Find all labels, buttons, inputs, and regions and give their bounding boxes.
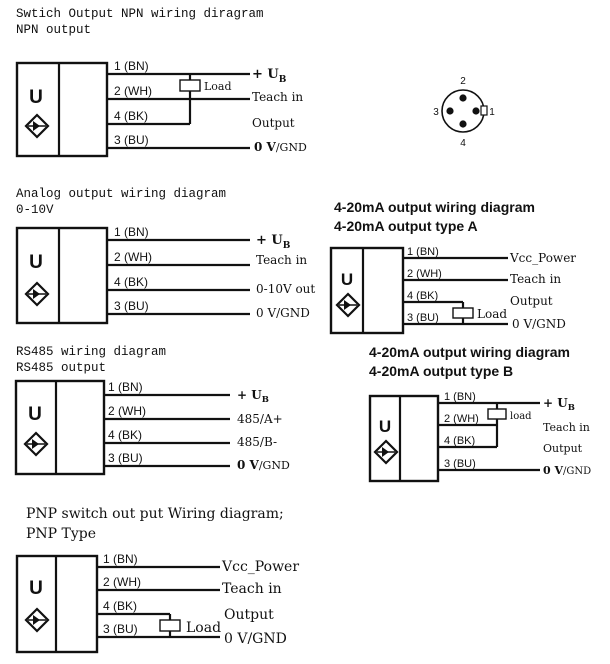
analog-title: Analog output wiring diagram: [16, 187, 226, 201]
ma-a-wire-label-4: 3 (BU): [407, 312, 439, 324]
npn-plus-ub: + UB: [252, 67, 287, 85]
pnp-output-label: Output: [224, 607, 274, 623]
npn-output-label: Output: [252, 116, 295, 130]
npn-load-resistor: [179, 79, 201, 92]
pnp-wire-label-1: 1 (BN): [103, 552, 138, 566]
connector-label-4: 4: [460, 138, 466, 149]
connector-label-1: 1: [489, 107, 495, 118]
ma-a-load-resistor: [452, 307, 474, 319]
npn-u-symbol: U: [29, 87, 43, 108]
ma-a-load-label: Load: [477, 307, 507, 321]
m12-connector-pinout: 2 3 1 4: [433, 76, 495, 149]
ma-b-teach-label: Teach in: [543, 421, 590, 434]
ma-a-vcc-label: Vcc_Power: [509, 251, 576, 265]
rs485-subtitle: RS485 output: [16, 361, 106, 375]
rs485-sensor-body: [14, 379, 106, 476]
ma-b-wire-label-1: 1 (BN): [444, 391, 476, 403]
rs485-wire-label-2: 2 (WH): [108, 404, 146, 418]
analog-out-label: 0-10V out: [256, 282, 315, 296]
ma-a-subtitle: 4-20mA output type A: [334, 218, 478, 234]
ma-b-load-resistor: [487, 408, 507, 420]
analog-wire-label-4: 3 (BU): [114, 299, 149, 313]
ma-a-title: 4-20mA output wiring diagram: [334, 199, 535, 215]
ma-b-output-label: Output: [543, 442, 583, 455]
ma-b-load-label: load: [510, 411, 532, 422]
ma-a-sensor-body: [329, 246, 405, 335]
pnp-load-label: Load: [186, 620, 221, 636]
pnp-subtitle: PNP Type: [26, 526, 96, 542]
npn-wire-label-2: 2 (WH): [114, 84, 152, 98]
connector-pin-4: [459, 120, 467, 128]
ma-a-wire-label-3: 4 (BK): [407, 290, 438, 302]
pnp-wire-label-2: 2 (WH): [103, 575, 141, 589]
analog-diagram: Analog output wiring diagram 0-10V U 1 (…: [15, 187, 315, 325]
analog-wire-label-1: 1 (BN): [114, 225, 149, 239]
analog-wire-label-3: 4 (BK): [114, 275, 148, 289]
analog-teach-label: Teach in: [256, 253, 307, 267]
ma-a-wire-label-1: 1 (BN): [407, 246, 439, 258]
npn-diagram: Swtich Output NPN wiring diragram NPN ou…: [15, 7, 307, 158]
rs485-diagram: RS485 wiring diagram RS485 output U 1 (B…: [14, 345, 290, 476]
ma-b-plus-ub: + UB: [543, 396, 575, 413]
ma-a-gnd-label: 0 V/GND: [512, 317, 566, 331]
ma-b-title: 4-20mA output wiring diagram: [369, 344, 570, 360]
npn-title: Swtich Output NPN wiring diragram: [16, 7, 264, 21]
rs485-u-symbol: U: [28, 404, 42, 425]
rs485-plus-ub: + UB: [237, 388, 269, 405]
npn-wire-label-3: 4 (BK): [114, 109, 148, 123]
rs485-wire-label-4: 3 (BU): [108, 451, 143, 465]
npn-load-label: Load: [204, 80, 232, 93]
npn-subtitle: NPN output: [16, 23, 91, 37]
analog-plus-ub: + UB: [256, 233, 291, 251]
ma-b-gnd-label: 0 V/GND: [543, 464, 591, 477]
rs485-wire-label-1: 1 (BN): [108, 380, 143, 394]
rs485-title: RS485 wiring diagram: [16, 345, 166, 359]
connector-pin-2: [459, 94, 467, 102]
ma-b-sensor-body: [368, 394, 440, 483]
connector-label-2: 2: [460, 76, 466, 87]
analog-gnd-label: 0 V/GND: [256, 306, 310, 320]
connector-label-3: 3: [433, 107, 439, 118]
ma-a-teach-label: Teach in: [510, 272, 561, 286]
npn-sensor-body: [15, 61, 109, 158]
pnp-title: PNP switch out put Wiring diagram;: [26, 506, 284, 522]
ma-type-a-diagram: 4-20mA output wiring diagram 4-20mA outp…: [329, 199, 576, 335]
ma-a-output-label: Output: [510, 294, 553, 308]
ma-b-wire-label-2: 2 (WH): [444, 413, 479, 425]
connector-pin-1: [472, 107, 480, 115]
npn-wire-label-4: 3 (BU): [114, 133, 149, 147]
npn-gnd-label: 0 V/GND: [254, 140, 307, 154]
pnp-teach-label: Teach in: [222, 581, 282, 597]
rs485-a-label: 485/A+: [237, 412, 283, 426]
analog-u-symbol: U: [29, 252, 43, 273]
pnp-u-symbol: U: [29, 578, 43, 599]
rs485-wire-label-3: 4 (BK): [108, 428, 142, 442]
pnp-wire-label-3: 4 (BK): [103, 599, 137, 613]
npn-wire-label-1: 1 (BN): [114, 59, 149, 73]
pnp-load-resistor: [159, 619, 181, 632]
npn-teach-label: Teach in: [252, 90, 303, 104]
rs485-b-label: 485/B-: [237, 435, 277, 449]
ma-b-wire-label-4: 3 (BU): [444, 458, 476, 470]
ma-b-wire-label-3: 4 (BK): [444, 435, 475, 447]
pnp-wire-label-4: 3 (BU): [103, 622, 138, 636]
rs485-gnd-label: 0 V/GND: [237, 458, 290, 472]
pnp-gnd-label: 0 V/GND: [224, 631, 287, 647]
pnp-vcc-label: Vcc_Power: [221, 559, 299, 575]
ma-b-u-symbol: U: [379, 417, 391, 436]
ma-b-subtitle: 4-20mA output type B: [369, 363, 513, 379]
analog-subtitle: 0-10V: [16, 203, 54, 217]
analog-sensor-body: [15, 226, 109, 325]
ma-a-wire-label-2: 2 (WH): [407, 268, 442, 280]
analog-wire-label-2: 2 (WH): [114, 250, 152, 264]
pnp-diagram: PNP switch out put Wiring diagram; PNP T…: [15, 506, 299, 654]
connector-key: [480, 105, 488, 116]
connector-pin-3: [446, 107, 454, 115]
ma-type-b-diagram: 4-20mA output wiring diagram 4-20mA outp…: [368, 344, 591, 483]
ma-a-u-symbol: U: [341, 270, 353, 289]
